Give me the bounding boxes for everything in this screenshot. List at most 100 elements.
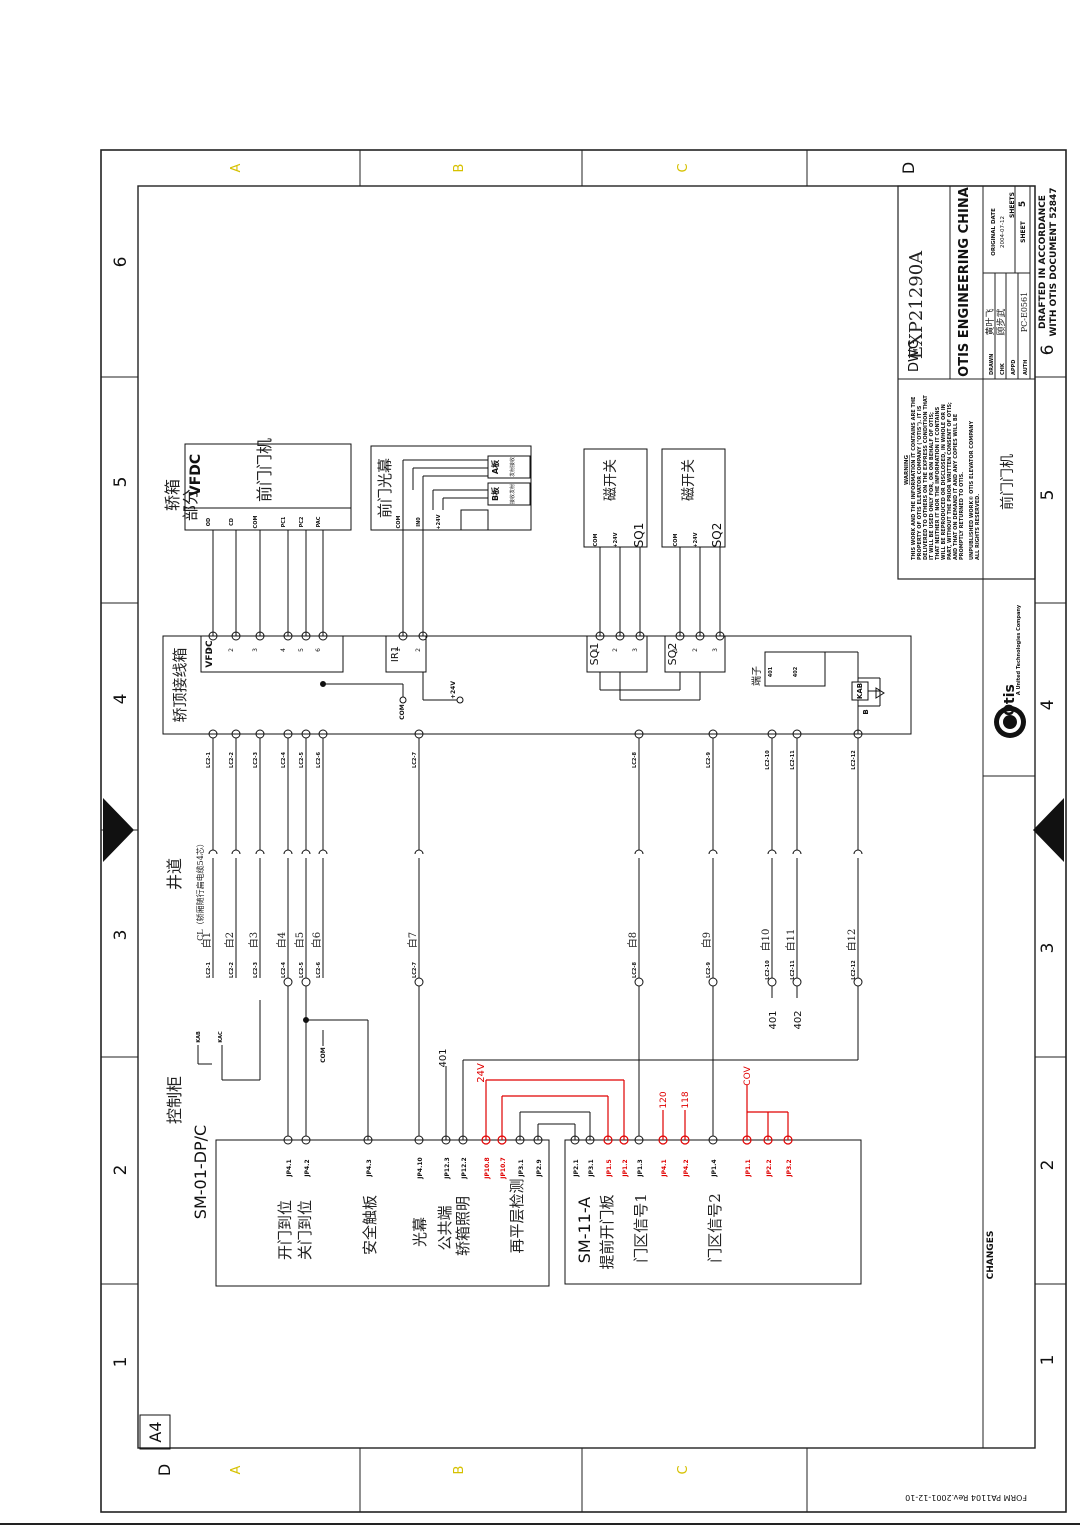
sq1-pin: COM xyxy=(593,534,599,547)
door-operator-pin: PC2 xyxy=(299,516,305,527)
node-dot xyxy=(303,1017,309,1023)
warning-line: PROPERTY OF OTIS ELEVATOR COMPANY ("OTIS… xyxy=(917,405,923,560)
cable-tag-bottom: LC2-10 xyxy=(765,960,771,980)
terminal-number: 3 xyxy=(632,648,639,652)
door-operator-pin: PAC xyxy=(316,516,322,527)
terminal-number: 2 xyxy=(692,648,699,652)
cable-tag-top: LC2-1 xyxy=(206,752,212,768)
row-label: B xyxy=(452,164,467,173)
terminal-icon xyxy=(675,631,685,641)
warning-line: AND THAT ON DEMAND IT AND ANY COPIES WIL… xyxy=(953,413,959,560)
terminal-icon xyxy=(398,631,408,641)
terminal-number: 1 xyxy=(395,648,402,652)
board2-pin: JP4.1 xyxy=(661,1159,668,1177)
function-label: 公共端 xyxy=(436,1205,454,1250)
warning-line: THAT NEITHER IT NOR THE INFORMATION IT C… xyxy=(935,406,941,560)
terminal-number: 4 xyxy=(280,648,287,652)
cable-note: CL（轿厢随行扁电缆54芯） xyxy=(195,839,205,941)
board2-pin: JP1.5 xyxy=(606,1159,613,1177)
net-402: 402 xyxy=(793,1010,804,1029)
board-sm11 xyxy=(564,1139,862,1285)
title-cn: 前门门机 xyxy=(999,454,1016,510)
crossover-icon xyxy=(708,849,718,855)
board2-pin: JP3.1 xyxy=(588,1159,595,1177)
title-block xyxy=(897,185,1036,1448)
sq1-pin: +24V xyxy=(613,532,619,547)
col-label: 4 xyxy=(1038,700,1058,711)
terminal-icon xyxy=(363,1135,373,1145)
terminal-number: 6 xyxy=(315,648,322,652)
board-sm01-name: SM-01-DP/C xyxy=(191,1125,210,1219)
col-label: 1 xyxy=(111,1357,131,1368)
cable-tag-top: LC2-11 xyxy=(790,750,796,770)
section-hoistway: 井道 xyxy=(165,858,184,890)
changes-label: CHANGES xyxy=(986,1231,996,1280)
terminal-number: 1 xyxy=(592,648,599,652)
row-label: B xyxy=(452,1466,467,1475)
terminal-icon xyxy=(680,1135,690,1145)
warning-line: THIS WORK AND THE INFORMATION IT CONTAIN… xyxy=(911,396,917,560)
cable-tag-top: LC2-4 xyxy=(281,752,287,768)
crossover-icon xyxy=(208,849,218,855)
sq1-box xyxy=(583,448,648,548)
col-label: 4 xyxy=(111,694,131,705)
com-terminal-icon xyxy=(399,696,407,704)
sheet-border xyxy=(0,149,1080,1525)
terminal-icon xyxy=(570,1135,580,1145)
door-operator-pin: PC1 xyxy=(281,516,287,527)
drafted-line-2: WITH OTIS DOCUMENT 52847 xyxy=(1049,187,1059,336)
cable-tag-bottom: LC2-2 xyxy=(229,962,235,978)
cable-tag-top: LC2-2 xyxy=(229,752,235,768)
crossover-icon xyxy=(318,849,328,855)
function-label: 关门到位 xyxy=(296,1200,314,1260)
col-label: 5 xyxy=(1038,490,1058,501)
auth-value: PC-E0561 xyxy=(1020,292,1029,332)
function-label: 轿箱照明 xyxy=(454,1196,472,1256)
row-label: D xyxy=(155,1464,174,1476)
crossover-icon xyxy=(767,849,777,855)
function-label: 开门到位 xyxy=(276,1200,294,1260)
terminal-icon xyxy=(497,1135,507,1145)
col-label: 6 xyxy=(111,257,131,268)
cable-tag-bottom: LC2-5 xyxy=(299,962,305,978)
sheet-label: SHEET xyxy=(1020,220,1027,243)
terminal-icon xyxy=(231,631,241,641)
cable-wire-label: 白2 xyxy=(223,932,236,948)
cable-wire-label: 白12 xyxy=(845,929,858,952)
terminal-icon xyxy=(634,1135,644,1145)
light-curtain-a-sub: 发射接收 xyxy=(509,457,516,477)
warning-line: DELIVERED TO OTHERS ON THE EXPRESS CONDI… xyxy=(923,395,929,560)
section-car: 轿箱 xyxy=(163,479,182,511)
cartop-sq2: SQ2 xyxy=(666,643,679,666)
cable-tag-bottom: LC2-12 xyxy=(851,960,857,980)
board1-pin: JP10.8 xyxy=(484,1157,491,1179)
sq2-name: 磁开关 xyxy=(681,459,697,501)
terminal-icon xyxy=(603,1135,613,1145)
board2-pin: JP2.1 xyxy=(573,1159,580,1177)
terminal-icon xyxy=(458,1135,468,1145)
board2-pin: JP1.2 xyxy=(622,1159,629,1177)
cable-tag-top: LC2-3 xyxy=(253,752,259,768)
terminal-number: 2 xyxy=(415,648,422,652)
dwg-number: EXP21290A xyxy=(906,250,927,359)
terminal-icon xyxy=(635,631,645,641)
cable-tag-bottom: LC2-4 xyxy=(281,962,287,978)
warning-line: WILL BE REPRODUCED OR DISCLOSED, IN WHOL… xyxy=(941,404,947,560)
cable-tag-bottom: LC2-8 xyxy=(632,962,638,978)
cartop-terminal: 端子 xyxy=(750,666,763,686)
sq2-box xyxy=(661,448,726,548)
col-label: 3 xyxy=(111,930,131,941)
cable-wire-label: 白9 xyxy=(700,932,713,948)
terminal-icon xyxy=(318,631,328,641)
cartop-junction-box xyxy=(162,635,912,735)
unpublished-line-1: UNPUBLISHED WORK© OTIS ELEVATOR COMPANY xyxy=(969,421,975,560)
terminal-icon xyxy=(595,631,605,641)
wires-layer xyxy=(197,530,881,1145)
sq2-pin: +24V xyxy=(693,532,699,547)
board1-pin: JP4.1 xyxy=(286,1159,293,1177)
section-car-part: 部分 xyxy=(181,489,200,521)
cable-wire-label: 白6 xyxy=(310,932,323,948)
net-24v: 24V xyxy=(476,1063,487,1083)
terminal-icon xyxy=(414,977,424,987)
center-mark-top xyxy=(103,798,134,862)
